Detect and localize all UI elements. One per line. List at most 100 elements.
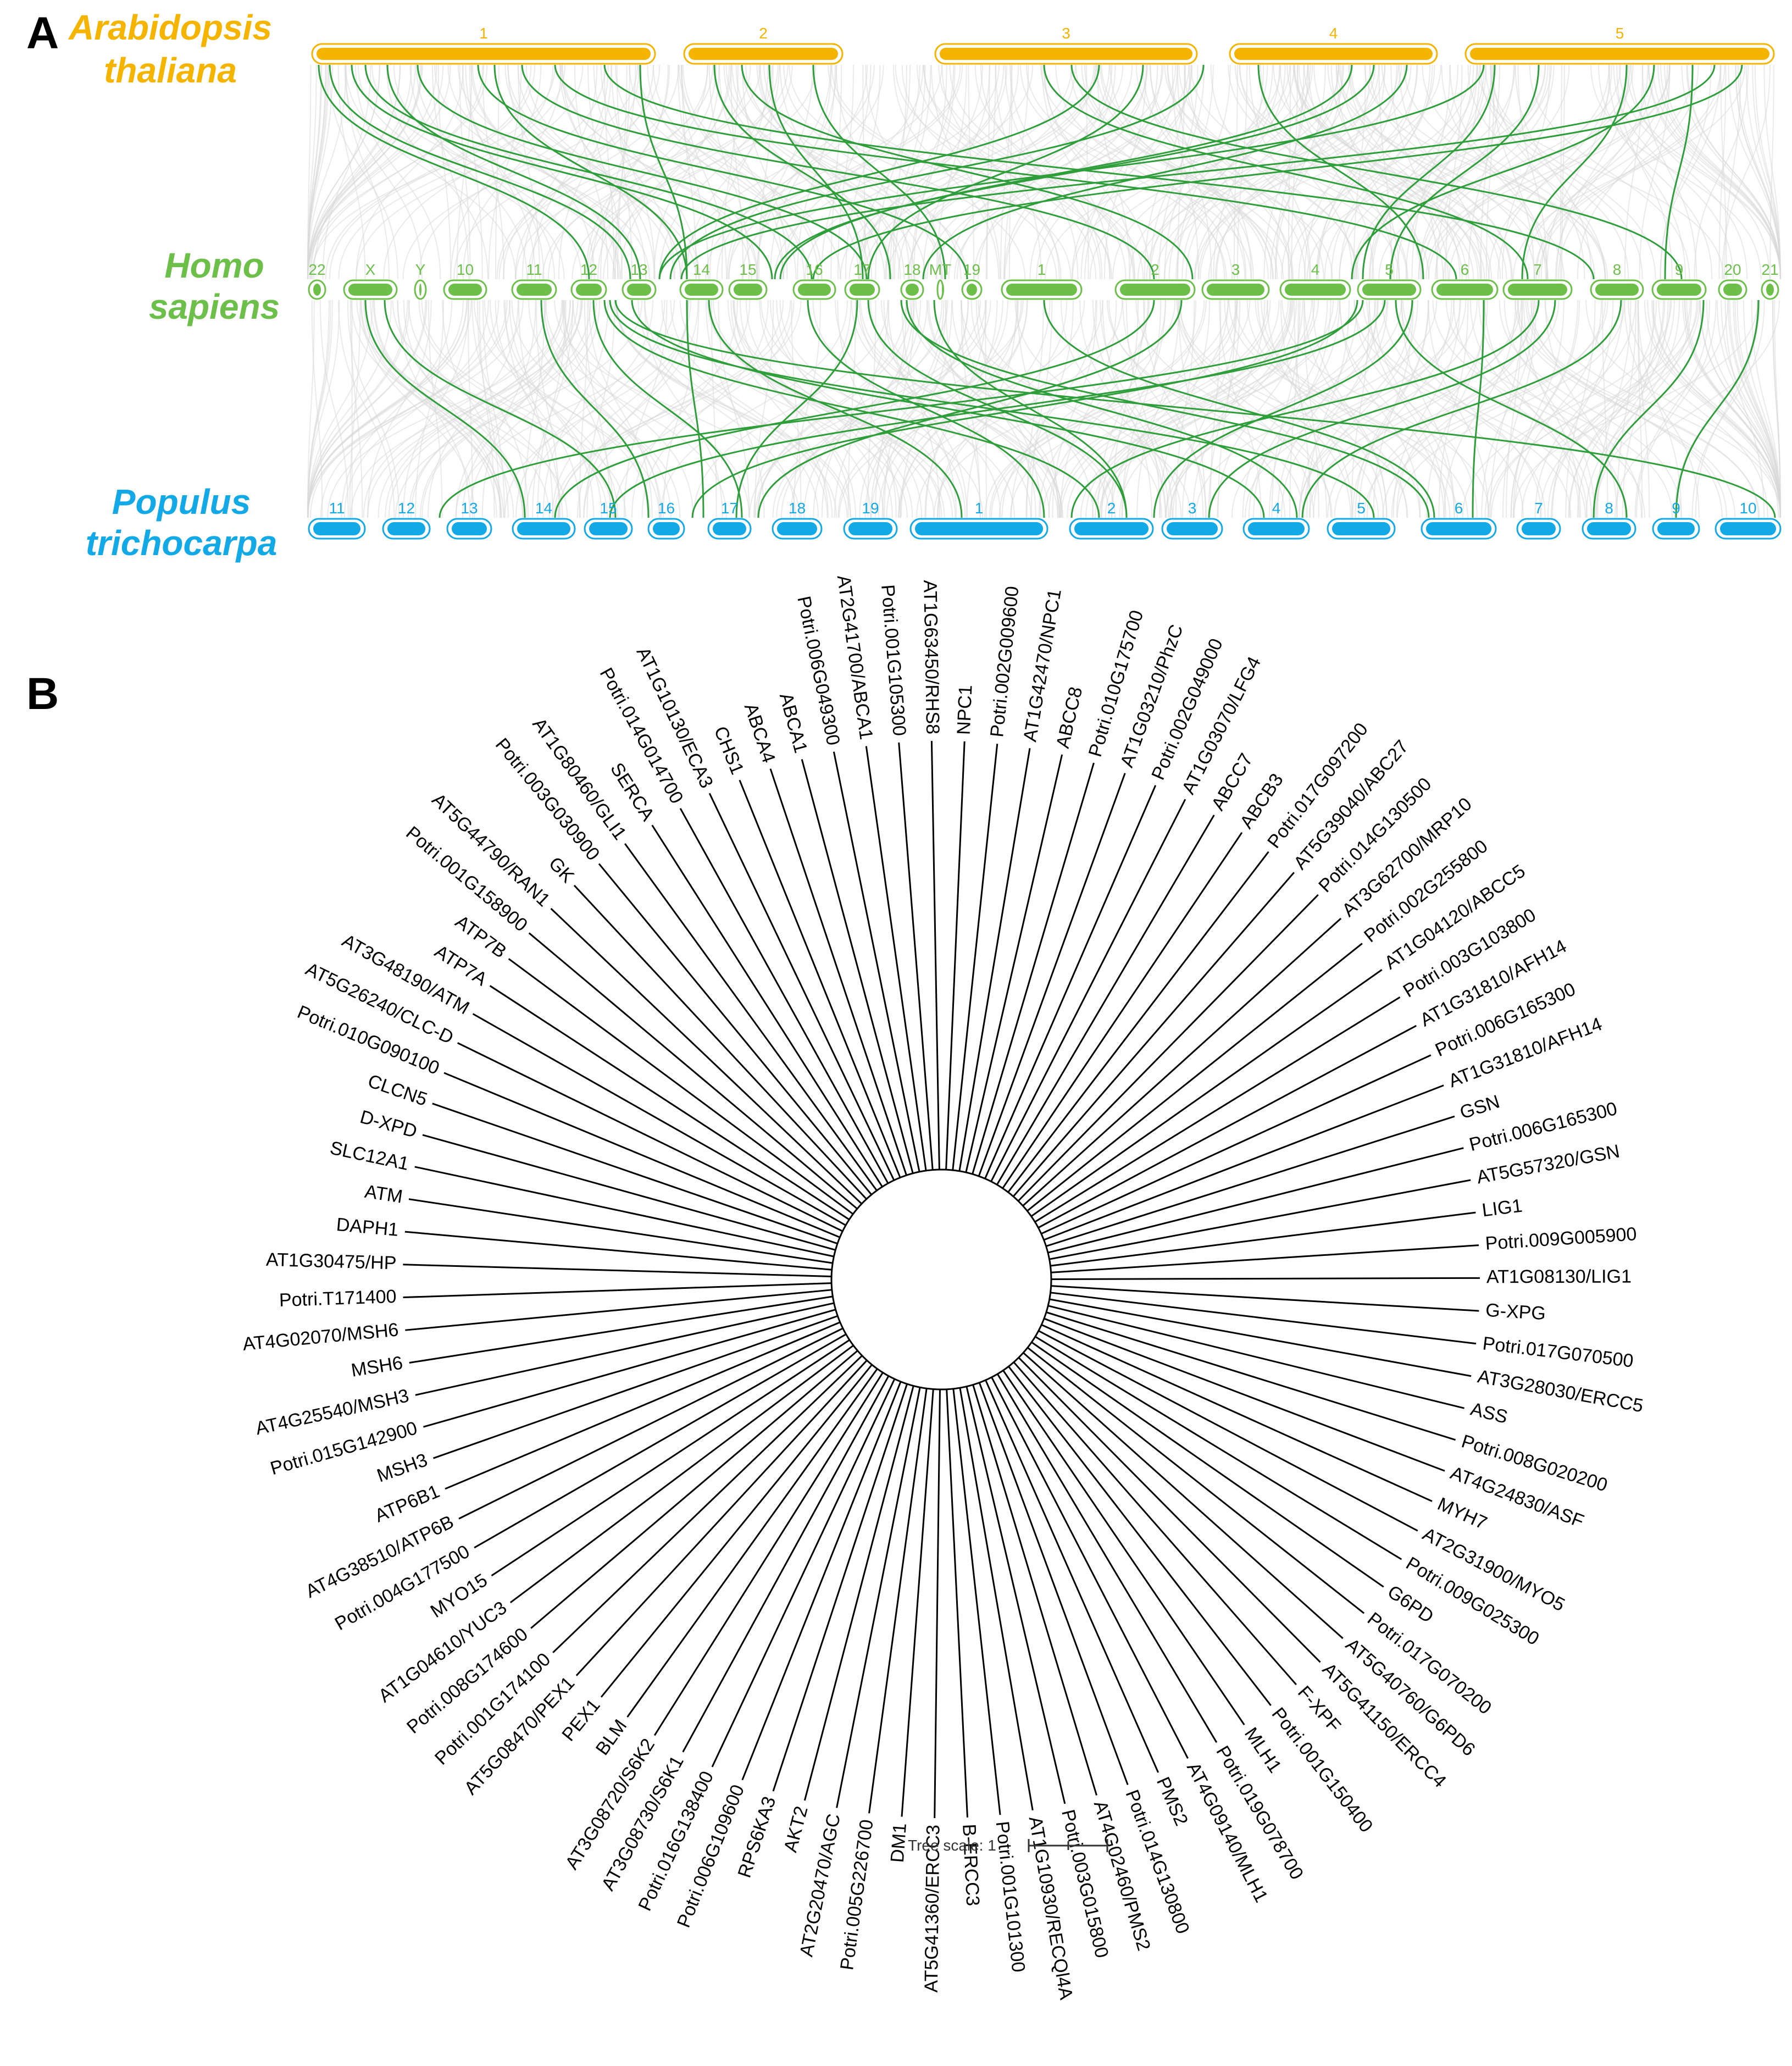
background-link <box>388 300 582 518</box>
background-link <box>1651 300 1781 518</box>
background-link <box>1565 300 1596 518</box>
tree-leaf-label: GSN <box>1457 1091 1502 1123</box>
tree-branch <box>1109 1320 1464 1409</box>
homolog-link <box>1208 300 1556 518</box>
chromosome-bar <box>452 522 487 535</box>
homolog-link <box>713 64 891 280</box>
background-link <box>611 64 656 280</box>
background-link <box>319 300 349 518</box>
tree-branch <box>530 1410 787 1629</box>
chromosome-label-hsa: 15 <box>739 261 756 278</box>
background-link <box>1636 300 1717 518</box>
background-link <box>469 300 601 518</box>
background-link <box>1303 64 1467 280</box>
tree-branch <box>403 1264 799 1277</box>
background-link <box>986 64 990 280</box>
chromosome-label-hsa: 14 <box>693 261 710 278</box>
tree-branch <box>887 1146 901 1178</box>
tree-branch <box>409 1319 681 1364</box>
tree-branch <box>992 754 1063 1053</box>
background-link <box>1399 64 1483 280</box>
background-link <box>1059 300 1117 518</box>
background-link <box>1363 300 1608 518</box>
background-link <box>1075 64 1293 280</box>
chromosome-bar <box>1207 284 1264 296</box>
homolog-link <box>691 300 1358 518</box>
tree-branch <box>901 1512 925 1817</box>
background-link <box>637 300 796 518</box>
background-link <box>680 64 728 280</box>
tree-branch <box>617 1282 832 1292</box>
background-link <box>730 300 829 518</box>
tree-leaf-label: Potri.T171400 <box>279 1286 397 1311</box>
background-link <box>1185 64 1311 280</box>
background-link <box>338 300 395 518</box>
chromosome-bar <box>517 284 552 296</box>
chromosome-label-hsa: 11 <box>526 261 542 278</box>
chromosome-label-ptr: 18 <box>789 500 806 517</box>
species-labels: Arabidopsis thaliana Homo sapiens Populu… <box>68 8 280 563</box>
chromosome-label-hsa: 13 <box>630 261 647 278</box>
tree-branch <box>445 1334 811 1490</box>
background-link <box>835 64 910 280</box>
chromosome-label-ptr: 16 <box>658 500 675 517</box>
background-link <box>1072 64 1281 280</box>
homolog-link <box>906 300 1298 518</box>
background-link <box>477 300 501 518</box>
homolog-link <box>735 300 858 518</box>
tree-root-arc <box>830 1168 1052 1391</box>
chromosome-bar <box>313 284 321 296</box>
background-link <box>845 64 881 280</box>
chromosome-label-ptr: 12 <box>398 500 415 517</box>
homolog-link <box>807 300 1045 518</box>
tree-branch <box>650 1327 844 1425</box>
tree-branch <box>1038 1168 1148 1229</box>
tree-branch <box>945 1137 948 1170</box>
tree-branch <box>508 958 754 1142</box>
homolog-link <box>708 300 963 518</box>
background-link <box>356 64 584 280</box>
homolog-link <box>540 300 650 518</box>
homolog-link <box>658 64 1100 280</box>
chromosome-label-ptr: 19 <box>862 500 879 517</box>
chromosome-bar <box>1766 284 1774 296</box>
background-link <box>397 300 471 518</box>
tree-leaf-label: PMS2 <box>1152 1774 1192 1829</box>
chromosome-label-ptr: 8 <box>1605 500 1613 517</box>
tree-branch <box>833 751 896 1051</box>
background-link <box>859 300 969 518</box>
tree-branch <box>1013 1361 1116 1479</box>
background-link <box>386 64 489 280</box>
tree-branch <box>1047 1305 1110 1322</box>
chromosome-bar <box>1362 284 1416 296</box>
background-link <box>360 300 502 518</box>
tree-branch <box>405 1306 649 1331</box>
tree-branch <box>1007 1093 1084 1193</box>
tree-branches <box>403 741 1480 1818</box>
tree-branch <box>415 1328 714 1396</box>
chromosome-bar <box>1595 284 1639 296</box>
background-link <box>453 64 661 280</box>
tree-branch <box>1083 851 1269 1095</box>
chromosome-bar <box>689 48 838 60</box>
background-link <box>661 300 828 518</box>
background-link <box>554 300 800 518</box>
background-link <box>995 64 1042 280</box>
tree-leaf-label: AT4G09140/MLH1 <box>1183 1759 1272 1906</box>
chromosome-label-hsa: MT <box>929 261 951 278</box>
tree-branch <box>1044 1317 1160 1364</box>
background-link <box>415 64 555 280</box>
homolog-link <box>922 64 1408 280</box>
tree-branch <box>812 1216 843 1232</box>
tree-leaf-label: ASS <box>1468 1399 1510 1428</box>
background-link <box>385 300 563 518</box>
background-link <box>1752 64 1781 280</box>
tree-branch <box>1023 1352 1094 1416</box>
chromosome-bar <box>1470 48 1769 60</box>
tree-branch <box>769 1368 878 1519</box>
background-link <box>307 64 444 280</box>
tree-branch <box>1235 1295 1479 1312</box>
chromosome-label-hsa: 12 <box>580 261 597 278</box>
